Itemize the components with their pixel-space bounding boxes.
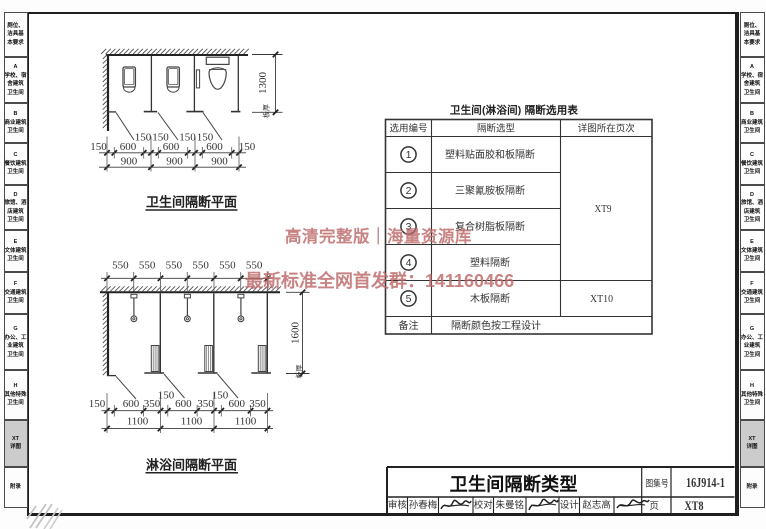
svg-text:卫生间隔断类型: 卫生间隔断类型 [450,474,578,495]
svg-text:600: 600 [120,141,137,153]
svg-text:1100: 1100 [181,415,203,427]
svg-text:隔断选型: 隔断选型 [477,123,516,135]
svg-text:图集号: 图集号 [646,478,669,489]
svg-text:150: 150 [135,132,152,144]
svg-text:150: 150 [239,141,256,153]
svg-text:600: 600 [175,398,192,410]
svg-text:三聚氰胺板隔断: 三聚氰胺板隔断 [455,184,525,197]
svg-text:板厚: 板厚 [295,365,304,379]
svg-text:150: 150 [158,389,175,401]
svg-text:卫生间(淋浴间) 隔断选用表: 卫生间(淋浴间) 隔断选用表 [450,104,579,117]
svg-text:赵志高: 赵志高 [582,499,611,511]
svg-text:朱曼铭: 朱曼铭 [496,499,525,511]
svg-text:XT9: XT9 [595,203,612,215]
svg-text:150: 150 [197,132,214,144]
svg-text:550: 550 [166,259,183,271]
svg-text:5: 5 [406,293,412,305]
svg-text:600: 600 [206,141,223,153]
svg-text:16J914-1: 16J914-1 [686,475,725,490]
svg-text:1100: 1100 [127,415,149,427]
svg-text:350: 350 [144,398,161,410]
svg-text:150: 150 [90,141,107,153]
svg-text:1100: 1100 [235,415,257,427]
svg-text:1: 1 [406,149,412,161]
svg-text:选用编号: 选用编号 [389,123,427,135]
svg-text:600: 600 [163,141,180,153]
svg-text:3: 3 [406,221,412,233]
svg-text:2: 2 [406,185,412,197]
svg-text:550: 550 [139,259,156,271]
svg-text:900: 900 [121,156,138,168]
svg-text:1600: 1600 [290,322,302,345]
svg-text:4: 4 [406,257,412,269]
svg-text:900: 900 [166,156,183,168]
svg-text:卫生间隔断平面: 卫生间隔断平面 [146,194,237,209]
svg-text:孙春梅: 孙春梅 [409,499,438,511]
svg-text:150: 150 [89,398,106,410]
svg-text:淋浴间隔断平面: 淋浴间隔断平面 [146,457,237,472]
svg-text:审核: 审核 [388,499,408,511]
svg-text:校对: 校对 [474,499,494,511]
svg-text:隔断颜色按工程设计: 隔断颜色按工程设计 [451,319,541,332]
svg-text:XT10: XT10 [590,293,613,305]
svg-text:板厚: 板厚 [262,104,271,118]
svg-text:详图所在页次: 详图所在页次 [578,123,636,135]
svg-text:550: 550 [112,259,129,271]
svg-text:1300: 1300 [257,72,269,95]
svg-text:木板隔断: 木板隔断 [470,292,510,305]
svg-text:600: 600 [228,398,245,410]
svg-text:塑料贴面胶和板隔断: 塑料贴面胶和板隔断 [445,148,535,161]
svg-text:150: 150 [152,132,169,144]
svg-text:复合树脂板隔断: 复合树脂板隔断 [455,220,525,233]
svg-text:设计: 设计 [560,499,580,511]
svg-text:550: 550 [192,259,209,271]
svg-text:350: 350 [197,398,214,410]
svg-text:550: 550 [219,259,236,271]
svg-text:550: 550 [246,259,263,271]
svg-text:塑料隔断: 塑料隔断 [470,256,510,269]
svg-text:900: 900 [211,156,228,168]
svg-text:页: 页 [649,501,659,512]
svg-text:350: 350 [249,398,266,410]
svg-text:XT8: XT8 [685,498,704,513]
svg-text:150: 150 [212,389,229,401]
svg-text:150: 150 [179,132,196,144]
svg-text:600: 600 [123,398,140,410]
svg-text:备注: 备注 [399,319,419,332]
